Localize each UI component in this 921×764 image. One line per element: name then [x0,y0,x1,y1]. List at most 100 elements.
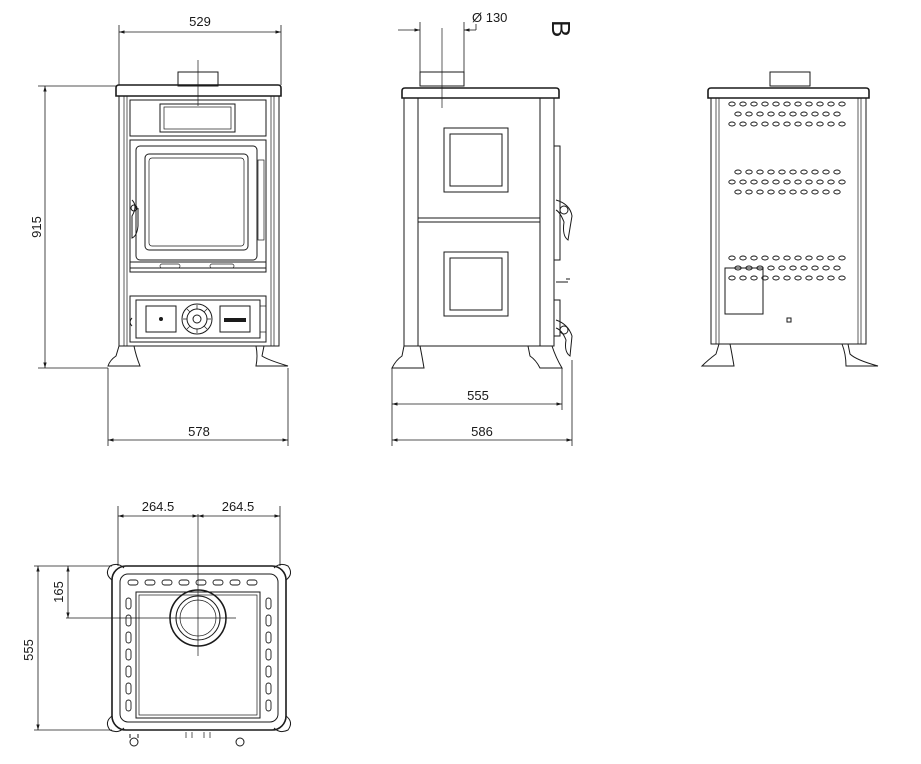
dim-side-overall-width: 586 [471,424,493,439]
top-slot [161,579,173,586]
vent-hole [734,169,742,175]
side-slot [265,614,272,627]
top-slot [229,579,241,586]
vent-hole [745,169,753,175]
vent-hole [816,255,824,261]
vent-hole [767,189,775,195]
vent-hole [800,189,808,195]
vent-hole [761,275,769,281]
vent-hole [772,121,780,127]
vent-hole [783,255,791,261]
vent-hole [783,179,791,185]
vent-hole [728,121,736,127]
vent-hole [800,265,808,271]
view-marker: B [546,20,576,37]
vent-hole [739,255,747,261]
side-view: Ø 130 B [391,10,576,369]
vent-hole [805,255,813,261]
vent-hole [827,101,835,107]
top-slots [125,579,272,712]
vent-hole [750,121,758,127]
vent-hole [833,111,841,117]
vent-hole [750,275,758,281]
top-slot [178,579,190,586]
vent-hole [800,169,808,175]
vent-hole [789,265,797,271]
dim-flue-diameter: Ø 130 [472,10,507,25]
side-slot [265,665,272,678]
vent-hole [772,101,780,107]
vent-hole [816,179,824,185]
vent-hole [816,121,824,127]
top-slot [195,579,207,586]
top-slot [246,579,258,586]
front-view [107,60,289,367]
side-slot [125,648,132,661]
top-view [66,514,292,747]
vent-hole [750,255,758,261]
side-slot [125,614,132,627]
vent-hole [833,189,841,195]
vent-hole [822,189,830,195]
vent-hole [822,169,830,175]
vent-hole [734,189,742,195]
dim-side-inner-width: 555 [467,388,489,403]
vent-hole [789,111,797,117]
vent-hole [833,265,841,271]
vent-hole [734,111,742,117]
vent-hole [761,179,769,185]
vent-hole [794,275,802,281]
dim-top-flue-offset: 165 [51,581,66,603]
vent-hole [756,189,764,195]
vent-hole [772,179,780,185]
rear-view [700,71,879,367]
vent-hole [805,179,813,185]
dim-front-height: 915 [29,216,44,238]
vent-hole [816,101,824,107]
side-slot [125,699,132,712]
vent-hole [789,189,797,195]
vent-hole [822,111,830,117]
vent-hole [805,275,813,281]
side-slot [265,699,272,712]
top-dims: 264.5 264.5 165 555 [21,499,281,731]
side-slot [265,597,272,610]
top-slot [127,579,139,586]
vent-hole [728,101,736,107]
vent-hole [750,101,758,107]
dim-top-depth: 555 [21,639,36,661]
vent-hole [816,275,824,281]
vent-hole [838,255,846,261]
vent-holes [728,101,846,281]
vent-hole [800,111,808,117]
vent-hole [783,275,791,281]
dim-front-base-width: 578 [188,424,210,439]
vent-hole [739,121,747,127]
dim-top-right-half: 264.5 [222,499,255,514]
vent-hole [811,111,819,117]
vent-hole [728,275,736,281]
vent-hole [838,275,846,281]
vent-hole [838,121,846,127]
vent-hole [811,265,819,271]
vent-hole [838,179,846,185]
vent-hole [745,111,753,117]
vent-hole [827,255,835,261]
top-slot [212,579,224,586]
side-slot [265,631,272,644]
vent-hole [750,179,758,185]
vent-hole [794,101,802,107]
vent-hole [767,169,775,175]
vent-hole [805,121,813,127]
vent-hole [783,101,791,107]
vent-hole [739,179,747,185]
vent-hole [778,265,786,271]
front-dims: 529 915 578 [29,14,289,446]
vent-hole [728,255,736,261]
vent-hole [745,189,753,195]
vent-hole [772,255,780,261]
side-slot [125,631,132,644]
side-slot [265,648,272,661]
dim-top-left-half: 264.5 [142,499,175,514]
